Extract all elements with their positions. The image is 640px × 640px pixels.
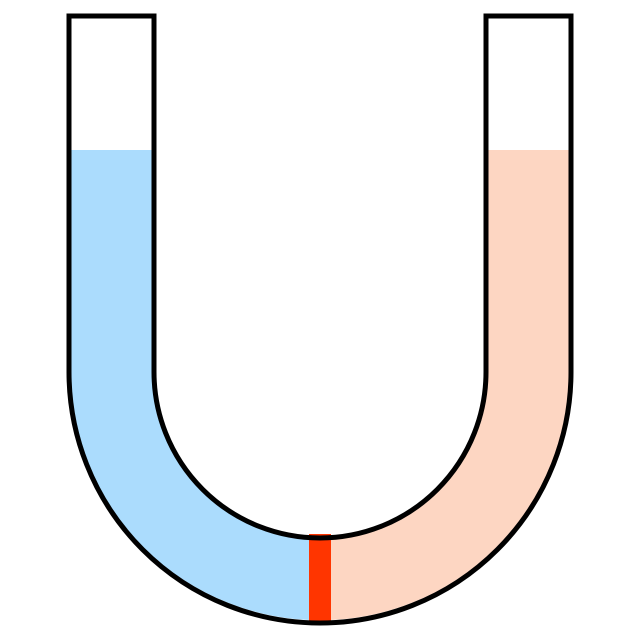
membrane: [309, 534, 331, 622]
left-liquid: [69, 150, 309, 620]
right-liquid: [331, 150, 571, 620]
u-tube-outline: [66, 13, 574, 626]
